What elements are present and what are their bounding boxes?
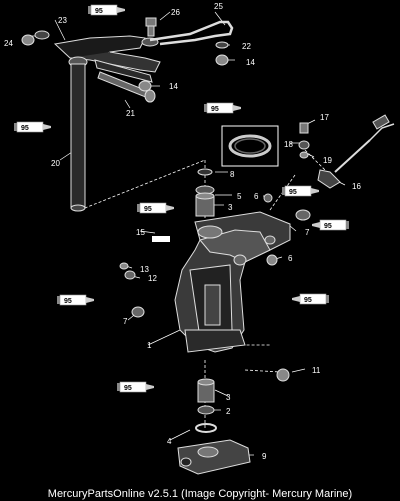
svg-text:95: 95 [124,385,132,392]
callout-26: 26 [171,8,180,17]
decal-plate [152,236,170,242]
lubricant-tube-1: 95 [88,4,125,16]
svg-text:95: 95 [324,223,332,230]
lubricant-tube-9: 95 [117,381,154,393]
callout-3: 3 [228,203,233,212]
lubricant-tube-3: 95 [14,121,51,133]
callout-24: 24 [4,39,13,48]
callout-8: 8 [230,170,235,179]
callout-11: 11 [312,366,321,375]
callout-17: 17 [320,113,329,122]
callout-14: 14 [169,82,178,91]
svg-text:95: 95 [64,298,72,305]
small-parts [119,122,311,382]
callout-7: 7 [305,228,310,237]
callout-7: 7 [123,317,128,326]
steering-tube [70,63,86,212]
callout-13: 13 [140,265,149,274]
callout-3: 3 [226,393,231,402]
callout-25: 25 [214,2,223,11]
svg-text:95: 95 [211,106,219,113]
oring-detail-box [221,125,279,167]
svg-text:95: 95 [144,206,152,213]
lubricant-tube-8: 95 [292,293,329,305]
svg-text:95: 95 [304,297,312,304]
lubricant-tube-6: 95 [312,219,349,231]
lower-yoke [177,439,251,475]
svg-text:95: 95 [289,189,297,196]
callout-20: 20 [51,159,60,168]
lubricant-tube-5: 95 [282,185,319,197]
trim-sender [317,114,395,189]
callout-14: 14 [246,58,255,67]
lubricant-tube-group: 95 95 95 95 95 95 95 95 95 [14,4,349,393]
svg-text:95: 95 [95,8,103,15]
callout-6: 6 [288,254,293,263]
lubricant-tube-2: 95 [204,102,241,114]
grease-line [149,20,234,46]
grease-fitting [145,17,157,37]
callout-15: 15 [136,228,145,237]
callout-1: 1 [147,341,152,350]
upper-bushings [195,168,215,217]
callout-4: 4 [167,437,172,446]
callout-21: 21 [126,109,135,118]
callout-6: 6 [254,192,259,201]
copyright-caption: MercuryPartsOnline v2.5.1 (Image Copyrig… [47,488,353,500]
callout-23: 23 [58,16,67,25]
lubricant-tube-7: 95 [57,294,94,306]
svg-text:95: 95 [21,125,29,132]
callout-19: 19 [323,156,332,165]
callout-18: 18 [284,140,293,149]
callout-2: 2 [226,407,231,416]
lower-bushings [195,378,217,433]
swivel-bracket [174,211,291,353]
callout-16: 16 [352,182,361,191]
steering-bolt [97,71,156,103]
callout-9: 9 [262,452,267,461]
lubricant-tube-4: 95 [137,202,174,214]
callout-22: 22 [242,42,251,51]
callout-12: 12 [148,274,157,283]
callout-5: 5 [237,192,242,201]
washers [21,30,229,92]
